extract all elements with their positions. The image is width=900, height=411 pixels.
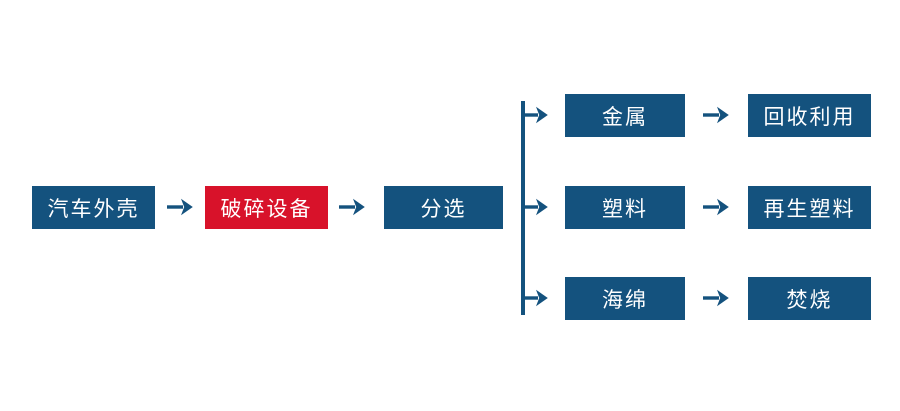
- arrow-right-icon: [703, 289, 729, 307]
- branch-arrow-right-icon: [522, 106, 548, 124]
- node-car-shell: 汽车外壳: [32, 186, 155, 229]
- node-crushing-equipment: 破碎设备: [205, 186, 328, 229]
- node-recycled-plastic: 再生塑料: [748, 186, 871, 229]
- node-sorting: 分选: [384, 186, 503, 229]
- node-sponge: 海绵: [565, 277, 685, 320]
- node-plastic: 塑料: [565, 186, 685, 229]
- node-metal: 金属: [565, 94, 685, 137]
- branch-arrow-right-icon: [522, 289, 548, 307]
- node-recycling: 回收利用: [748, 94, 871, 137]
- arrow-right-icon: [167, 198, 193, 216]
- arrow-right-icon: [703, 106, 729, 124]
- arrow-right-icon: [339, 198, 365, 216]
- node-incineration: 焚烧: [748, 277, 871, 320]
- arrow-right-icon: [703, 198, 729, 216]
- branch-arrow-right-icon: [522, 198, 548, 216]
